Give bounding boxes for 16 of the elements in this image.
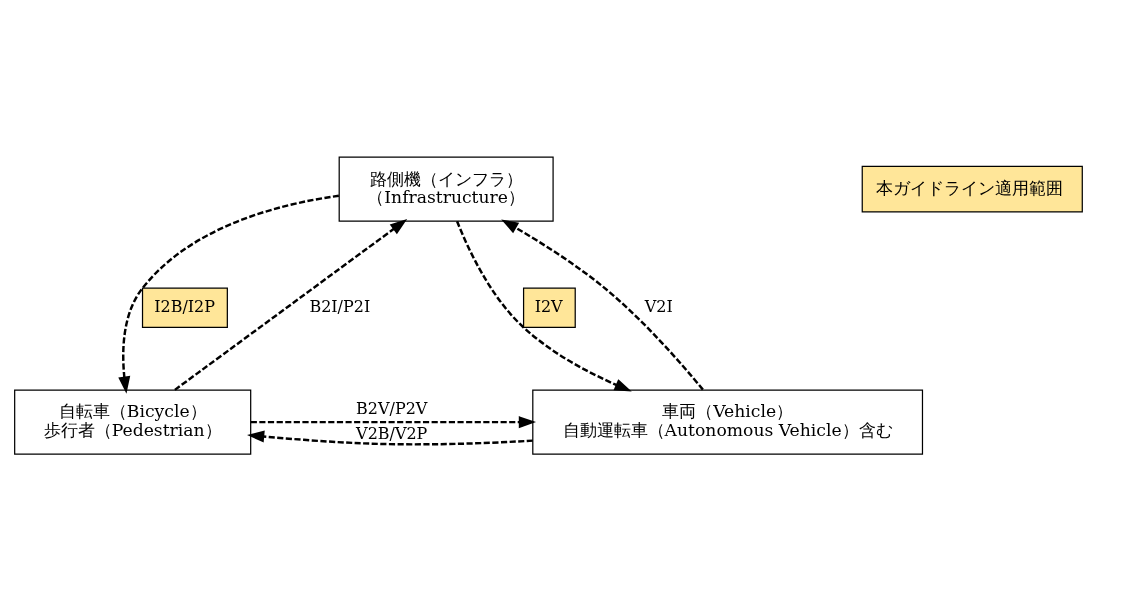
arrow (118, 194, 340, 394)
arrow (501, 218, 704, 390)
arrow (174, 218, 408, 391)
arrow (247, 430, 533, 446)
edge-label: I2V (534, 296, 563, 316)
legend-label: 本ガイドライン適用範囲 (876, 177, 1064, 198)
node-box: 自転車（Bicycle） 歩行者（Pedestrian） (14, 389, 252, 455)
edge-label: I2B/I2P (154, 296, 215, 316)
edge-label: V2B/V2P (356, 423, 428, 443)
edge-label: B2I/P2I (309, 296, 371, 316)
arrow (455, 220, 632, 391)
arrow (250, 415, 537, 428)
edge-label: V2I (644, 296, 673, 316)
node-box: 路側機（インフラ） （Infrastructure） (338, 156, 554, 222)
node-box: 車両（Vehicle） 自動運転車（Autonomous Vehicle）含む (532, 389, 924, 455)
edge-label: B2V/P2V (356, 398, 428, 418)
